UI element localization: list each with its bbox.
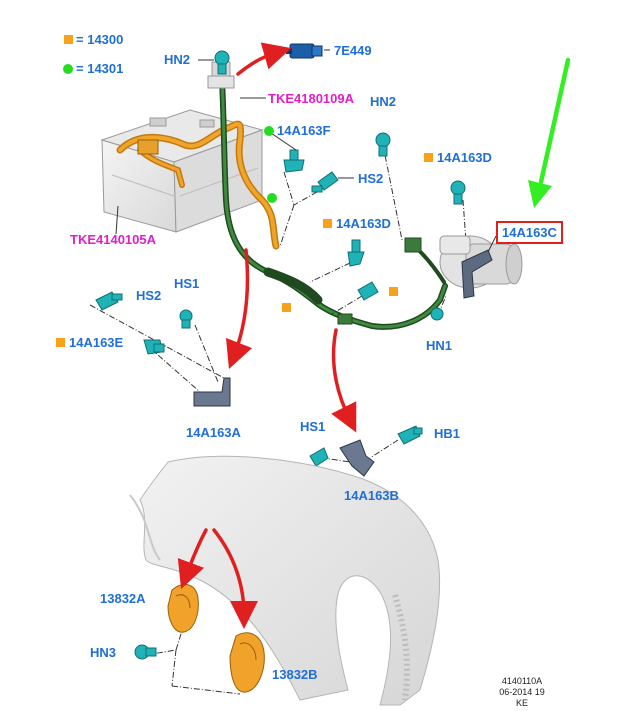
footer-line-2: 06-2014 19 xyxy=(499,687,545,697)
fastener-hn3 xyxy=(134,644,157,660)
legend-square-code: 14300 xyxy=(87,32,124,47)
label-hn3: HN3 xyxy=(90,645,117,660)
label-14a163d-right-square xyxy=(424,153,433,162)
label-14a163d-mid: 14A163D xyxy=(336,216,391,231)
legend-square-marker xyxy=(64,35,73,44)
red-arrows xyxy=(177,42,357,629)
label-14a163a: 14A163A xyxy=(186,425,241,440)
fastener-14a163d-right xyxy=(450,180,466,205)
red-arrow-to-13832b xyxy=(212,528,258,629)
fastener-hn2-top xyxy=(214,50,230,75)
red-arrow-to-13832a xyxy=(177,528,208,590)
label-14a163e-square xyxy=(56,338,65,347)
wheel-arch-liner-13832b xyxy=(229,632,265,693)
label-14a163d-mid-square xyxy=(323,219,332,228)
label-14a163e: 14A163E xyxy=(69,335,124,350)
label-14a163d-right: 14A163D xyxy=(437,150,492,165)
bracket-14a163c xyxy=(461,249,493,299)
fender-panel xyxy=(129,455,441,706)
fastener-14a163d-mid xyxy=(347,239,365,267)
label-14a163f: 14A163F xyxy=(277,123,331,138)
fasteners xyxy=(95,50,466,660)
label-14a163f-dot xyxy=(264,126,274,136)
label-7e449: 7E449 xyxy=(334,43,372,58)
label-hs2-mid: HS2 xyxy=(358,171,384,186)
callout-markers xyxy=(267,193,398,312)
green-pointer-arrow xyxy=(528,57,571,208)
label-13832a: 13832A xyxy=(100,591,146,606)
fastener-hs1-right xyxy=(309,447,329,467)
footer-line-1: 4140110A xyxy=(501,676,543,686)
legend-dot-label: = 14301 xyxy=(76,61,123,76)
label-14a163b: 14A163B xyxy=(344,488,399,503)
red-arrow-to-14a163b xyxy=(331,328,357,433)
label-hs2-left: HS2 xyxy=(136,288,162,303)
fastener-hb1 xyxy=(397,425,423,445)
label-hs1-right: HS1 xyxy=(300,419,326,434)
label-hn1: HN1 xyxy=(426,338,453,353)
footer-line-3: KE xyxy=(515,698,528,708)
label-hb1: HB1 xyxy=(434,426,461,441)
red-arrow-to-7e449 xyxy=(236,42,292,76)
fastener-hn1 xyxy=(430,307,444,321)
legend-dot-equals: = xyxy=(76,61,84,76)
legend-square-label: = 14300 xyxy=(76,32,123,47)
green-main-harness xyxy=(219,77,448,330)
label-13832b: 13832B xyxy=(272,667,318,682)
label-14a163c: 14A163C xyxy=(496,221,563,244)
label-hn2-right: HN2 xyxy=(370,94,397,109)
label-tke4180109a: TKE4180109A xyxy=(268,91,354,106)
red-arrow-to-14a163a xyxy=(225,248,253,370)
label-tke4140105a: TKE4140105A xyxy=(70,232,156,247)
fastener-hs1-left xyxy=(179,309,193,329)
fastener-hs2-mid xyxy=(311,171,339,193)
fastener-hs2-left xyxy=(95,291,123,311)
connector-7e449 xyxy=(286,43,323,59)
legend-dot-marker xyxy=(63,64,73,74)
fastener-mid-lower xyxy=(357,281,379,301)
fastener-hn2-right xyxy=(375,132,391,157)
orange-battery-cable xyxy=(116,120,280,250)
label-hn2-top: HN2 xyxy=(164,52,191,67)
fastener-14a163e xyxy=(143,339,165,355)
label-hs1-left: HS1 xyxy=(174,276,200,291)
fastener-14a163f xyxy=(283,149,305,173)
legend-dot-code: 14301 xyxy=(87,61,124,76)
bracket-14a163a xyxy=(193,377,231,407)
bracket-14a163b xyxy=(339,439,375,477)
legend-square-equals: = xyxy=(76,32,84,47)
footer-reference: 4140110A 06-2014 19 KE xyxy=(492,676,552,709)
wheel-arch-liner-13832a xyxy=(167,583,199,633)
